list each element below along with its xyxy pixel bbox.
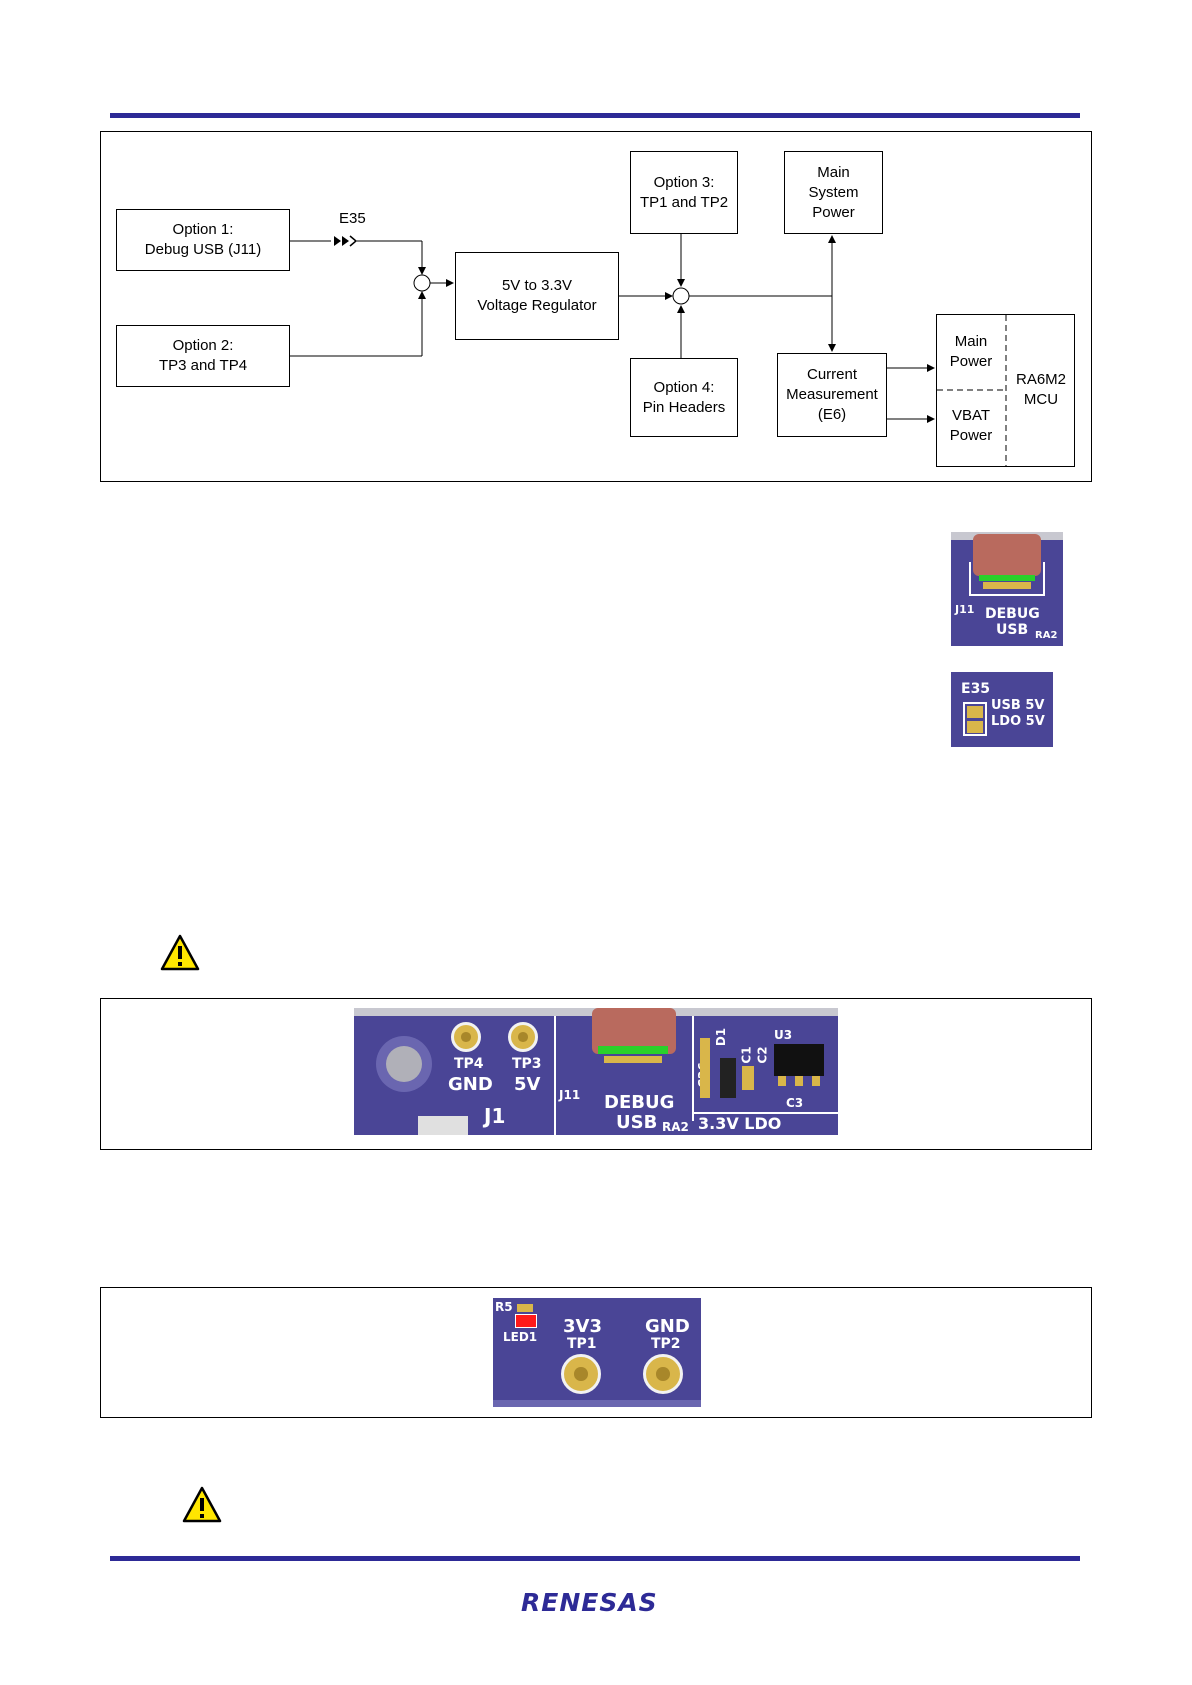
tp1-pad — [561, 1354, 601, 1394]
gnd-label: GND — [448, 1074, 493, 1095]
usb-label: USB — [996, 622, 1029, 638]
footer-rule — [110, 1556, 1080, 1561]
power-block-diagram: Option 1: Debug USB (J11) Option 2: TP3 … — [100, 131, 1092, 482]
main-power-label: Main Power — [949, 333, 993, 370]
debug-usb-photo: J11 DEBUG USB RA2 — [951, 532, 1063, 646]
ldo-label: 3.3V LDO — [698, 1114, 782, 1133]
tp4-pad — [451, 1022, 481, 1052]
mcu-label: RA6M2 MCU — [1015, 371, 1067, 408]
vbat-power-label: VBAT Power — [949, 407, 993, 444]
regulator-block: 5V to 3.3V Voltage Regulator — [455, 252, 619, 340]
warning-icon — [160, 934, 200, 971]
tp3-pad — [508, 1022, 538, 1052]
tp-area-figure: R5 LED1 3V3 TP1 GND TP2 — [100, 1287, 1092, 1418]
u3-label: U3 — [774, 1028, 793, 1042]
j11-label: J11 — [559, 1088, 581, 1102]
main-system-power-block: Main System Power — [784, 151, 883, 234]
option4-block: Option 4: Pin Headers — [630, 358, 738, 437]
option2-block: Option 2: TP3 and TP4 — [116, 325, 290, 387]
usb-area-figure: TP4 GND TP3 5V J1 J11 DEBUG USB RA2 C26 … — [100, 998, 1092, 1150]
tp3-label: TP3 — [512, 1056, 542, 1072]
usb5v-label: USB 5V — [991, 698, 1045, 713]
gnd-label: GND — [645, 1316, 690, 1337]
ra2-label: RA2 — [662, 1120, 689, 1134]
c3-label: C3 — [786, 1096, 804, 1110]
tp1-label: TP1 — [567, 1336, 597, 1352]
usb-connector — [973, 534, 1041, 576]
debug-label: DEBUG — [604, 1092, 675, 1113]
tp4-label: TP4 — [454, 1056, 484, 1072]
d1-label: D1 — [714, 1027, 729, 1047]
option1-block: Option 1: Debug USB (J11) — [116, 209, 290, 271]
diagram-connectors — [290, 234, 1007, 466]
tp-area-photo: R5 LED1 3V3 TP1 GND TP2 — [493, 1298, 701, 1407]
led1 — [515, 1314, 537, 1328]
e35-title: E35 — [961, 681, 991, 697]
renesas-logo: RENESAS — [521, 1588, 658, 1617]
usb-label: USB — [616, 1112, 658, 1133]
3v3-label: 3V3 — [563, 1316, 602, 1337]
e35-jumper-label: E35 — [339, 210, 366, 227]
current-measurement-block: Current Measurement (E6) — [777, 353, 887, 437]
tp2-pad — [643, 1354, 683, 1394]
ldo5v-label: LDO 5V — [991, 714, 1045, 729]
option3-block: Option 3: TP1 and TP2 — [630, 151, 738, 234]
c1-label: C1 — [739, 1046, 754, 1064]
e35-jumper-photo: E35 USB 5V LDO 5V — [951, 672, 1053, 747]
j11-label: J11 — [955, 603, 975, 616]
tp2-label: TP2 — [651, 1336, 681, 1352]
warning-icon — [182, 1486, 222, 1523]
usb-area-photo: TP4 GND TP3 5V J1 J11 DEBUG USB RA2 C26 … — [354, 1008, 838, 1135]
5v-label: 5V — [514, 1074, 541, 1095]
ra2-label: RA2 — [1035, 630, 1058, 641]
led1-label: LED1 — [503, 1330, 538, 1344]
c2-label: C2 — [755, 1046, 770, 1064]
header-rule — [110, 113, 1080, 118]
r5-label: R5 — [495, 1300, 513, 1314]
debug-label: DEBUG — [985, 606, 1040, 622]
j1-label: J1 — [484, 1104, 506, 1128]
